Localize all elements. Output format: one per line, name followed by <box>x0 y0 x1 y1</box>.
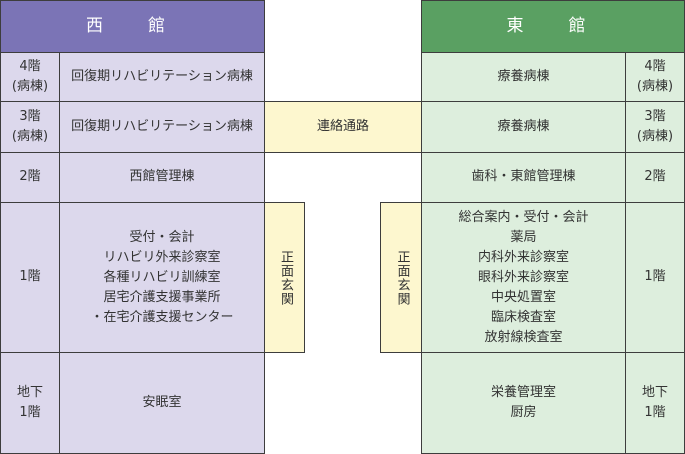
west-floor-1-label: 1階 <box>0 202 60 353</box>
floor-label: 4階 <box>19 59 41 74</box>
floor-sub-label: (病棟) <box>636 129 674 144</box>
east-floor-3-content: 療養病棟 <box>421 101 626 153</box>
room-label: 薬局 <box>510 229 537 245</box>
floor-sub-label: (病棟) <box>636 79 674 94</box>
west-floor-2-label: 2階 <box>0 152 60 203</box>
floor-label: 3階 <box>19 109 41 124</box>
west-building-title: 西 館 <box>0 0 265 53</box>
floor-sub-label: 1階 <box>19 405 41 420</box>
east-floor-4-label: 4階 (病棟) <box>625 52 685 102</box>
entrance-label: 正面玄関 <box>277 249 293 306</box>
west-floor-b1-content: 安眠室 <box>59 352 265 454</box>
east-floor-2-content: 歯科・東館管理棟 <box>421 152 626 203</box>
west-floor-b1-label: 地下 1階 <box>0 352 60 454</box>
floor-label: 地下 <box>641 385 668 400</box>
room-label: 栄養管理室 <box>490 385 556 400</box>
east-floor-1-content: 総合案内・受付・会計 薬局 内科外来診察室 眼科外来診察室 中央処置室 臨床検査… <box>421 202 626 353</box>
connecting-corridor: 連絡通路 <box>264 101 422 153</box>
room-label: 臨床検査室 <box>490 309 556 325</box>
west-floor-1-content: 受付・会計 リハビリ外来診察室 各種リハビリ訓練室 居宅介護支援事業所 ・在宅介… <box>59 202 265 353</box>
east-floor-1-label: 1階 <box>625 202 685 353</box>
floor-sub-label: (病棟) <box>11 79 49 94</box>
room-label: リハビリ外来診察室 <box>103 249 221 265</box>
room-label: 中央処置室 <box>490 289 556 305</box>
east-floor-2-label: 2階 <box>625 152 685 203</box>
floor-sub-label: (病棟) <box>11 129 49 144</box>
room-label: 各種リハビリ訓練室 <box>103 269 221 285</box>
floor-label: 3階 <box>644 109 666 124</box>
entrance-label: 正面玄関 <box>394 249 410 306</box>
room-label: 眼科外来診察室 <box>477 269 569 285</box>
east-building-title: 東 館 <box>421 0 685 53</box>
east-main-entrance: 正面玄関 <box>380 202 422 353</box>
west-floor-3-content: 回復期リハビリテーション病棟 <box>59 101 265 153</box>
room-label: 居宅介護支援事業所 <box>103 289 221 305</box>
west-floor-3-label: 3階 (病棟) <box>0 101 60 153</box>
room-label: 総合案内・受付・会計 <box>458 209 589 225</box>
west-floor-4-content: 回復期リハビリテーション病棟 <box>59 52 265 102</box>
room-label: 厨房 <box>510 405 537 420</box>
floor-sub-label: 1階 <box>644 405 666 420</box>
east-floor-3-label: 3階 (病棟) <box>625 101 685 153</box>
room-label: 内科外来診察室 <box>477 249 569 265</box>
west-floor-4-label: 4階 (病棟) <box>0 52 60 102</box>
east-floor-4-content: 療養病棟 <box>421 52 626 102</box>
room-label: 放射線検査室 <box>484 329 563 345</box>
west-main-entrance: 正面玄関 <box>264 202 305 353</box>
room-label: ・在宅介護支援センター <box>90 309 234 325</box>
room-label: 受付・会計 <box>129 229 195 245</box>
floor-label: 4階 <box>644 59 666 74</box>
floor-label: 地下 <box>16 385 43 400</box>
east-floor-b1-content: 栄養管理室 厨房 <box>421 352 626 454</box>
west-floor-2-content: 西館管理棟 <box>59 152 265 203</box>
east-floor-b1-label: 地下 1階 <box>625 352 685 454</box>
